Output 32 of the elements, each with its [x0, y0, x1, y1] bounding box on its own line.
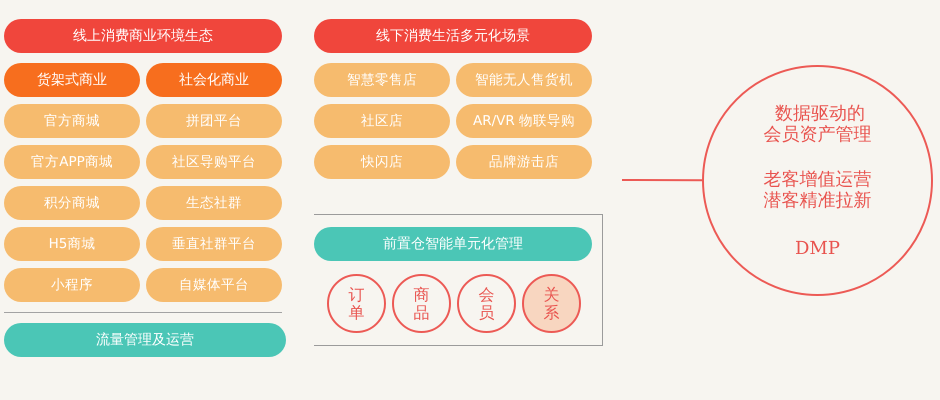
channel-tag: AR/VR 物联导购 — [456, 104, 592, 138]
circle-text: 老客增值运营潜客精准拉新 — [762, 168, 872, 210]
keyword-circle: 商品 — [392, 274, 451, 333]
channel-tag: H5商城 — [4, 227, 140, 261]
channel-tag: 社区导购平台 — [146, 145, 282, 179]
channel-tag: 官方商城 — [4, 104, 140, 138]
channel-tag: 智能无人售货机 — [456, 63, 592, 97]
channel-tag: 品牌游击店 — [456, 145, 592, 179]
circle-text: DMP — [795, 238, 840, 258]
channel-tag: 社区店 — [314, 104, 450, 138]
channel-tag: 拼团平台 — [146, 104, 282, 138]
channel-tag: 小程序 — [4, 268, 140, 302]
connector-line — [622, 179, 702, 182]
section-header: 线上消费商业环境生态 — [4, 19, 282, 53]
keyword-circle: 会员 — [457, 274, 516, 333]
category-tag: 货架式商业 — [4, 63, 140, 97]
channel-tag: 官方APP商城 — [4, 145, 140, 179]
section-header: 线下消费生活多元化场景 — [314, 19, 592, 53]
keyword-circle: 订单 — [327, 274, 386, 333]
channel-tag: 自媒体平台 — [146, 268, 282, 302]
channel-tag: 积分商城 — [4, 186, 140, 220]
channel-tag: 智慧零售店 — [314, 63, 450, 97]
section-banner: 流量管理及运营 — [4, 323, 286, 357]
section-banner: 前置仓智能单元化管理 — [314, 227, 592, 261]
channel-tag: 快闪店 — [314, 145, 450, 179]
channel-tag: 垂直社群平台 — [146, 227, 282, 261]
frame-outline — [314, 214, 603, 346]
category-tag: 社会化商业 — [146, 63, 282, 97]
summary-circle — [702, 65, 933, 296]
keyword-circle: 关系 — [522, 274, 581, 333]
circle-text: 数据驱动的会员资产管理 — [762, 102, 872, 144]
channel-tag: 生态社群 — [146, 186, 282, 220]
